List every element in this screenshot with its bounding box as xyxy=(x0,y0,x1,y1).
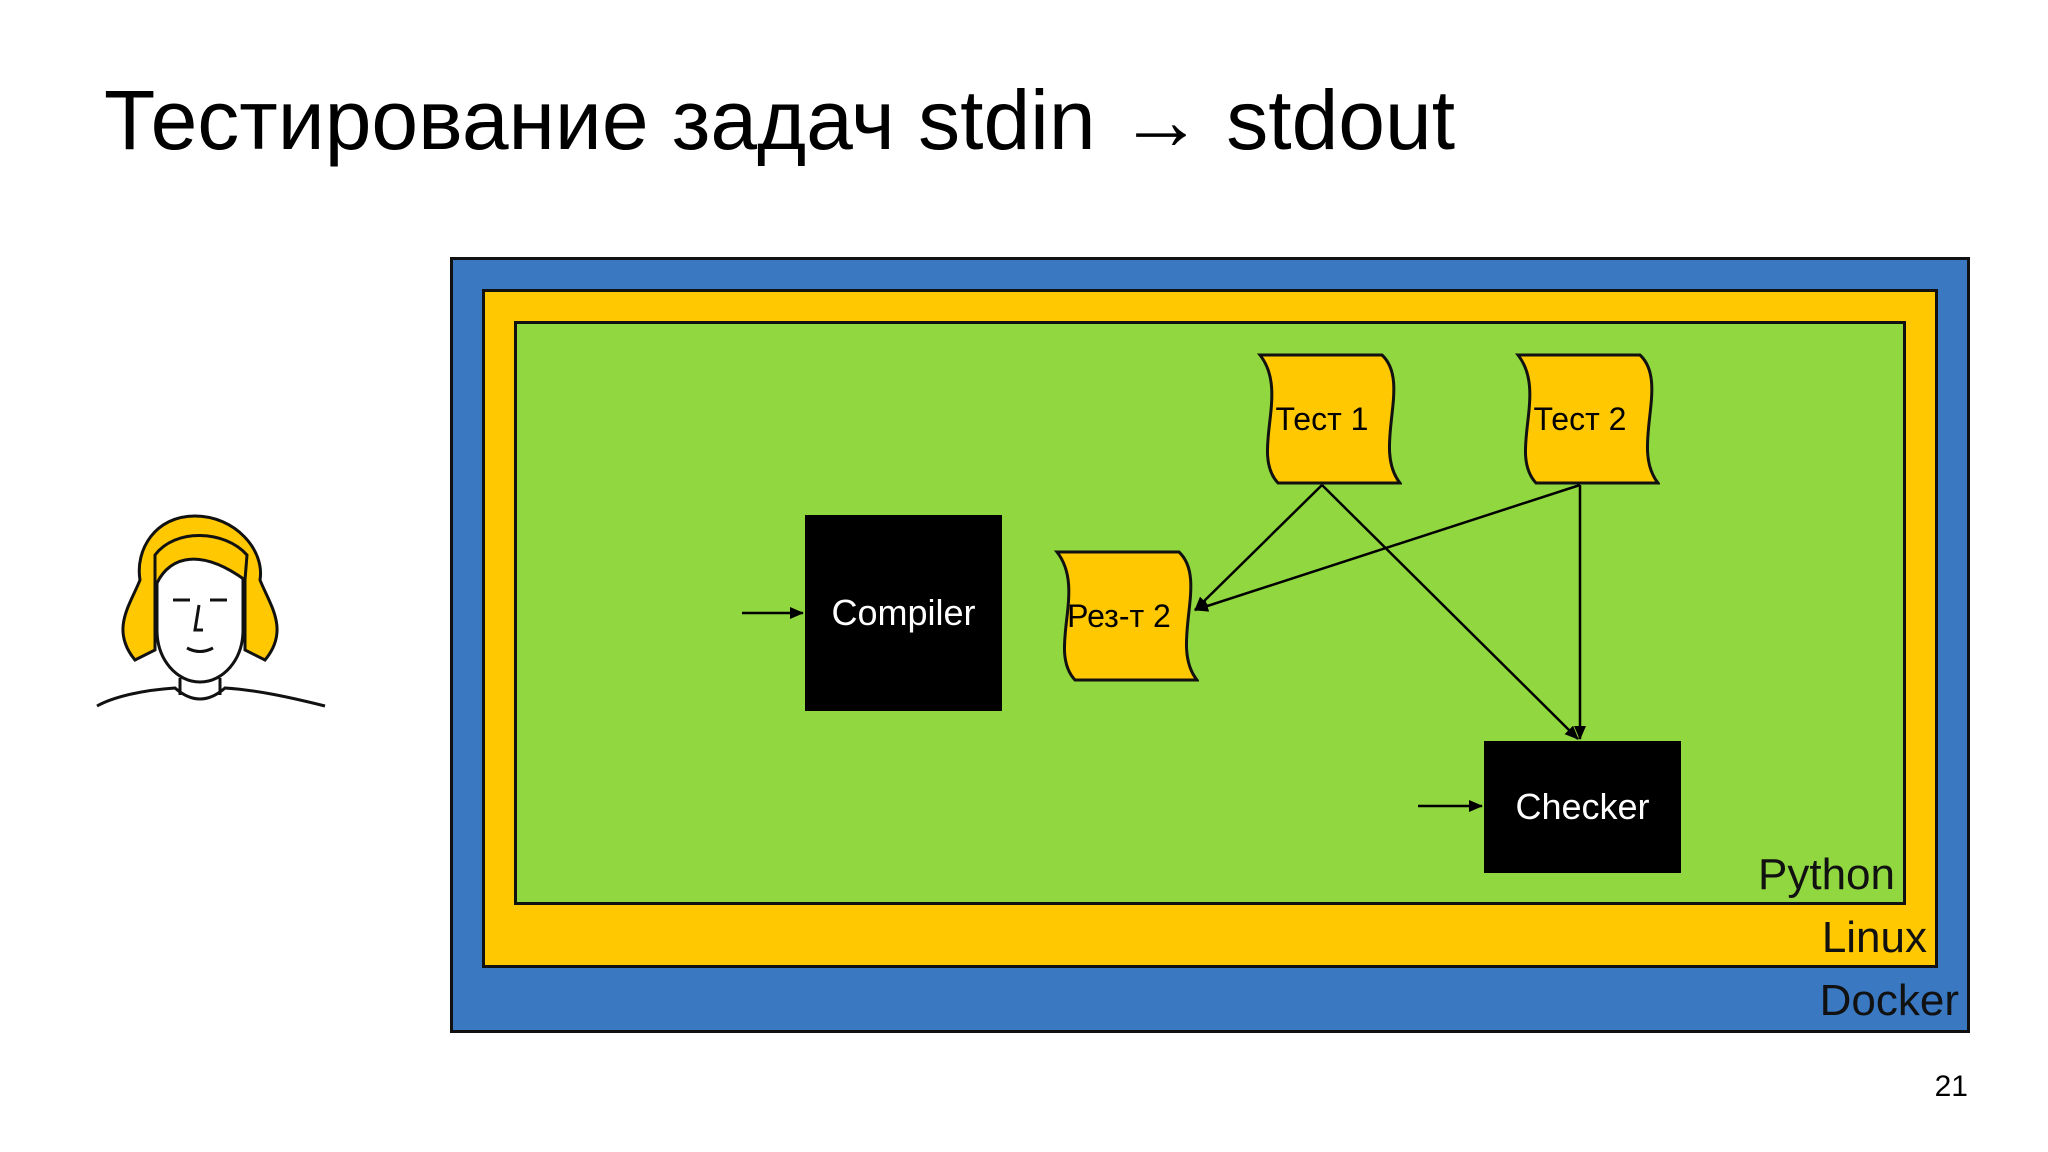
checker-box: Checker xyxy=(1484,741,1681,873)
docker-label: Docker xyxy=(1819,976,1959,1025)
page-number: 21 xyxy=(1934,1070,1968,1103)
compiler-box: Compiler xyxy=(805,515,1002,711)
arrow-test1-to-checker xyxy=(1321,484,1579,740)
python-label: Python xyxy=(1758,850,1895,899)
slide-title: Тестирование задач stdin → stdout xyxy=(104,73,1456,167)
result2-label: Рез-т 2 xyxy=(1067,597,1171,634)
person-avatar-icon xyxy=(96,514,326,708)
linux-label: Linux xyxy=(1821,913,1927,962)
test1-document: Тест 1 xyxy=(1242,353,1402,485)
test2-label: Тест 2 xyxy=(1533,400,1627,437)
arrow-test1-to-result xyxy=(1194,484,1323,611)
result2-document: Рез-т 2 xyxy=(1039,550,1199,682)
test1-label: Тест 1 xyxy=(1275,400,1369,437)
arrow-test2-to-result xyxy=(1194,483,1581,612)
compiler-label: Compiler xyxy=(831,592,976,633)
checker-label: Checker xyxy=(1515,786,1650,827)
test2-document: Тест 2 xyxy=(1500,353,1660,485)
